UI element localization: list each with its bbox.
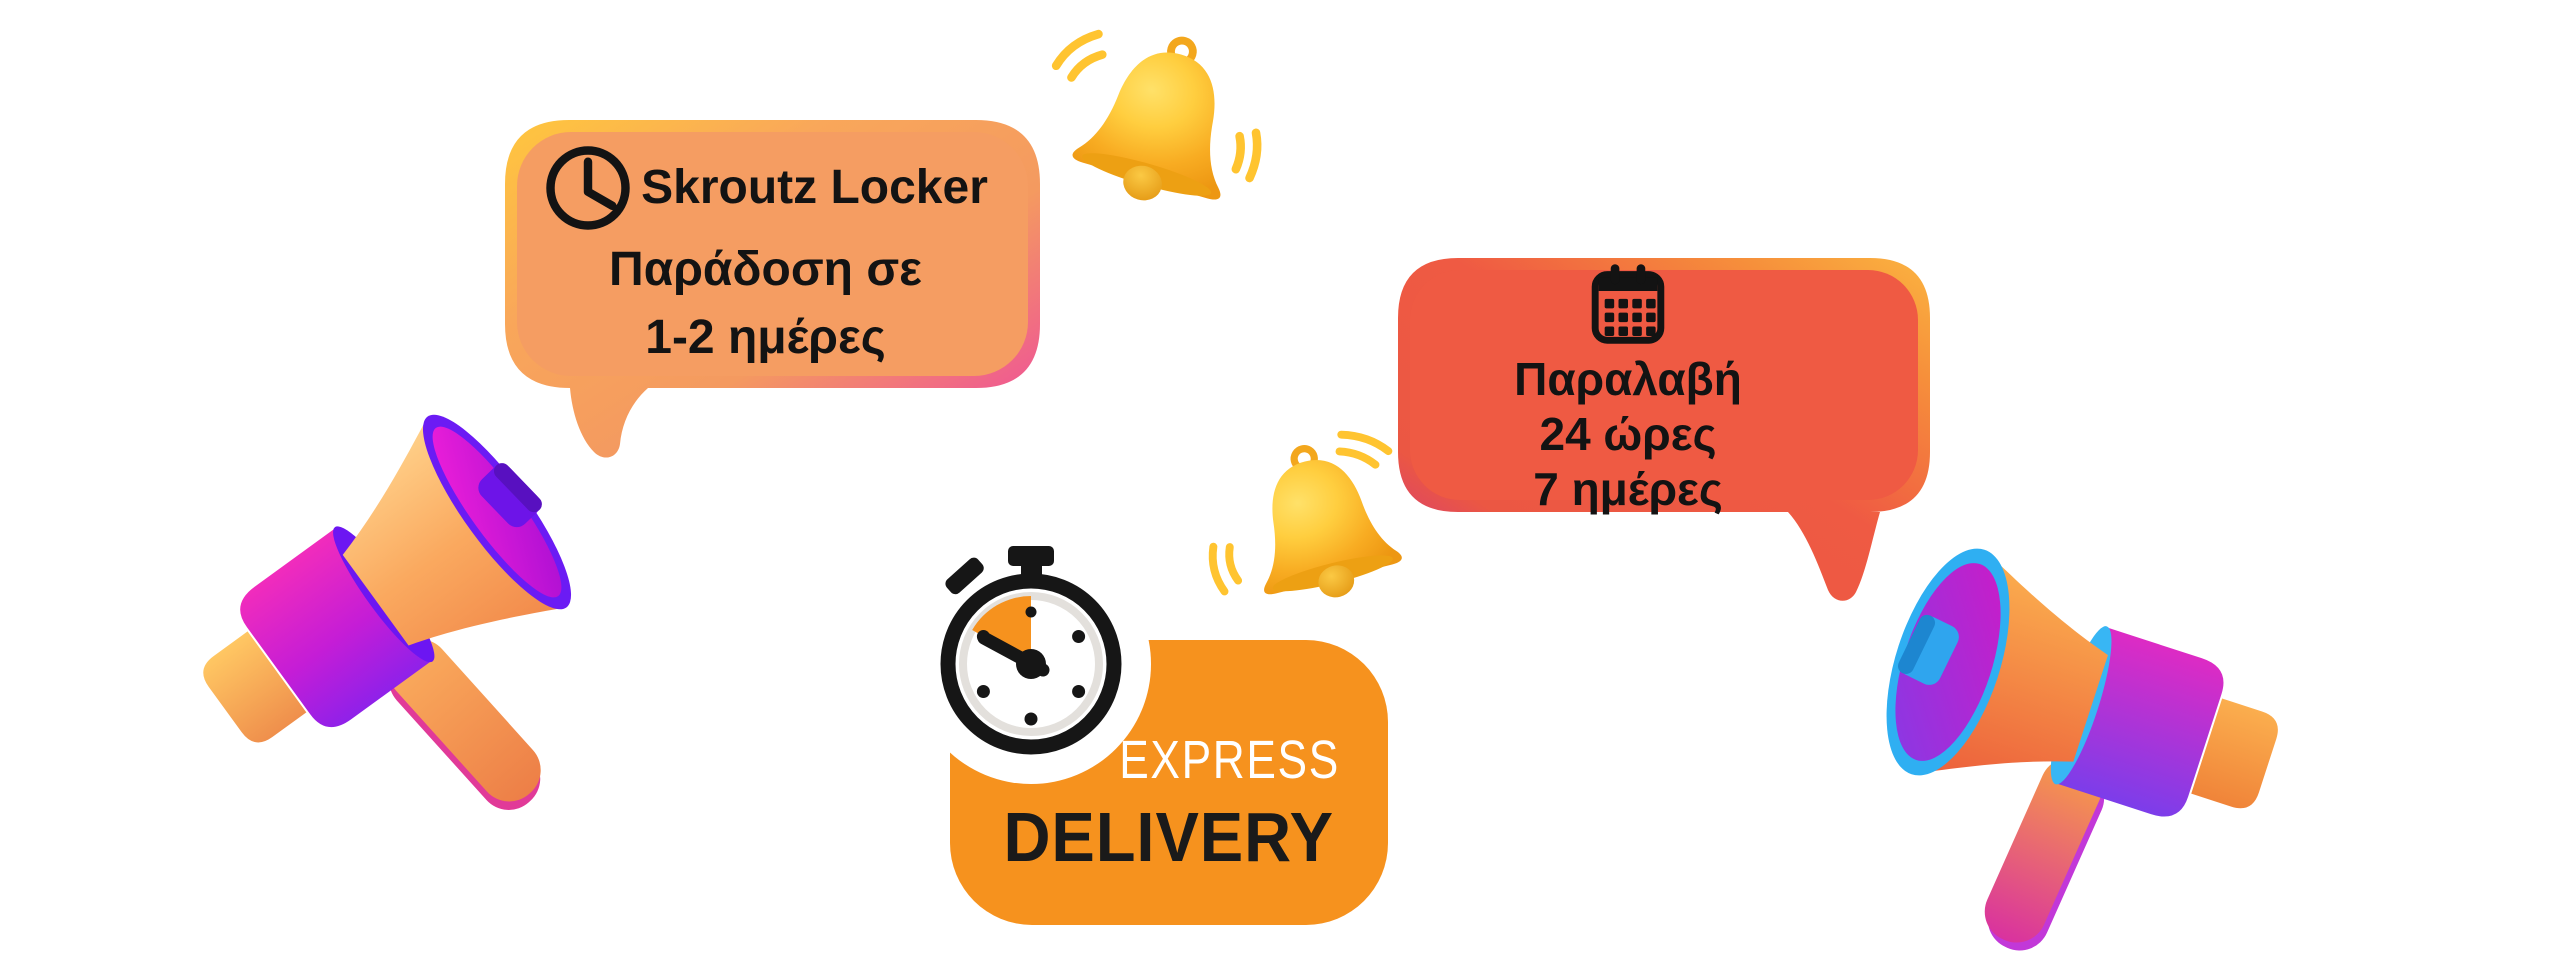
clock-icon bbox=[546, 146, 630, 230]
stopwatch-icon bbox=[911, 544, 1151, 784]
bell-icon bbox=[1208, 430, 1402, 598]
left-bubble-title: Skroutz Locker bbox=[641, 161, 988, 214]
express-label: EXPRESS bbox=[1095, 729, 1340, 791]
megaphone-icon bbox=[203, 414, 572, 810]
express-label-text: EXPRESS bbox=[1119, 730, 1340, 790]
left-bubble-line-3: 1-2 ημέρες bbox=[645, 311, 886, 364]
bell-icon bbox=[1051, 29, 1262, 201]
left-bubble-line-2: Παράδοση σε bbox=[609, 243, 922, 296]
calendar-icon bbox=[1591, 264, 1665, 344]
delivery-label: DELIVERY bbox=[985, 797, 1353, 877]
left-bubble-text: Skroutz Locker Παράδοση σε 1-2 ημέρες bbox=[498, 140, 1033, 372]
right-bubble-line-2: 24 ώρες bbox=[1539, 408, 1717, 460]
megaphone-icon bbox=[1886, 548, 2278, 951]
delivery-label-text: DELIVERY bbox=[1003, 798, 1335, 876]
right-bubble-text: Παραλαβή 24 ώρες 7 ημέρες bbox=[1362, 262, 1894, 517]
right-bubble-line-3: 7 ημέρες bbox=[1533, 463, 1723, 515]
speech-bubble-left-shape bbox=[505, 120, 1040, 458]
right-bubble-line-1: Παραλαβή bbox=[1514, 353, 1742, 405]
speech-bubble-right-shape bbox=[1398, 258, 1930, 601]
left-bubble-line-1: Skroutz Locker bbox=[498, 140, 1033, 236]
